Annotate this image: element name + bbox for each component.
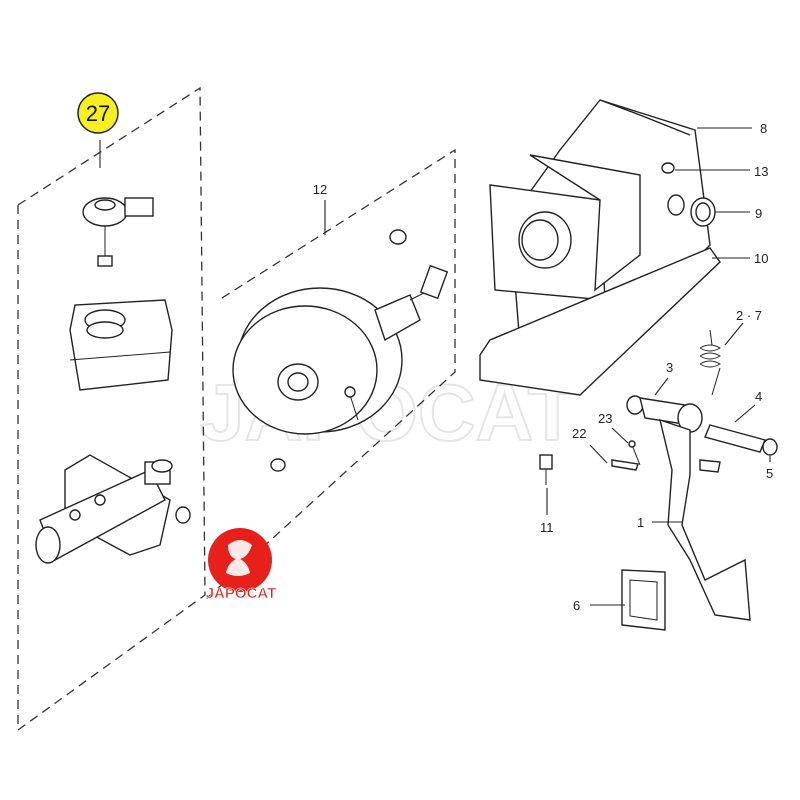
label-11: 11	[540, 520, 554, 535]
label-5: 5	[766, 466, 773, 481]
group-panel-12	[204, 148, 456, 601]
group-panel-27	[17, 86, 206, 732]
callout-number: 27	[86, 101, 110, 126]
label-3: 3	[666, 360, 673, 375]
bushing-9[interactable]	[690, 197, 716, 227]
japocat-logo: JAPOCAT	[205, 528, 277, 602]
label-22: 22	[572, 426, 586, 441]
label-9: 9	[755, 206, 762, 221]
leader-lines	[99, 127, 771, 606]
bolt-11[interactable]	[539, 454, 553, 485]
label-2-7: 2 · 7	[736, 308, 762, 323]
brake-pedal[interactable]	[626, 395, 778, 621]
label-13: 13	[754, 164, 768, 179]
label-1: 1	[637, 515, 644, 530]
pedal-bracket[interactable]	[479, 99, 721, 396]
pin-23[interactable]	[611, 440, 641, 471]
return-spring[interactable]	[699, 329, 721, 396]
label-4: 4	[755, 389, 762, 404]
logo-text: JAPOCAT	[206, 585, 277, 602]
label-8: 8	[760, 121, 767, 136]
label-6: 6	[573, 598, 580, 613]
label-10: 10	[754, 251, 768, 266]
brake-master-cylinder[interactable]	[35, 454, 191, 564]
callout-27[interactable]: 27	[77, 92, 119, 134]
label-12: 12	[313, 182, 327, 197]
reservoir-sensor[interactable]	[82, 197, 154, 267]
brake-booster[interactable]	[232, 229, 449, 472]
label-23: 23	[598, 411, 612, 426]
pedal-pad-6[interactable]	[621, 569, 666, 631]
brake-fluid-reservoir[interactable]	[69, 299, 173, 391]
